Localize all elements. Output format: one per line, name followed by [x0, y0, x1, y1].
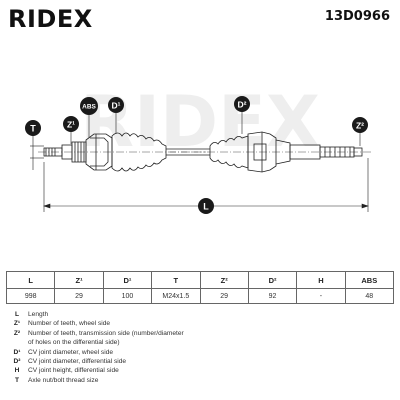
spec-header: D² [247, 271, 298, 289]
spec-header: L [5, 271, 56, 289]
spec-value: 29 [199, 288, 249, 304]
legend-key: L [14, 311, 20, 318]
callout-t: T [25, 120, 41, 136]
legend: L Length Z¹ Number of teeth, wheel side … [6, 310, 394, 385]
legend-item: Z² Number of teeth, transmission side (n… [6, 329, 394, 338]
legend-text: Number of teeth, wheel side [28, 320, 111, 328]
legend-text: CV joint diameter, wheel side [28, 348, 114, 356]
spec-value: 29 [54, 288, 104, 304]
callout-d1: D¹ [108, 97, 124, 113]
svg-text:D²: D² [238, 100, 247, 110]
spec-header: Z¹ [54, 271, 104, 289]
spec-value: - [296, 288, 346, 304]
brand-logo: RIDEX [8, 5, 93, 33]
legend-item: H CV joint height, differential side [6, 366, 394, 375]
callout-z2: Z² [352, 117, 368, 133]
svg-text:T: T [30, 124, 36, 134]
legend-text: Axle nut/bolt thread size [28, 376, 99, 384]
spec-header: T [151, 271, 201, 289]
svg-text:ABS: ABS [82, 104, 96, 111]
spec-table: L Z¹ D¹ T Z² D² H ABS 998 29 100 M24x1.5… [5, 271, 395, 304]
callout-d2: D² [234, 96, 250, 112]
spec-header: ABS [344, 271, 395, 289]
legend-key [6, 338, 28, 347]
spec-header-row: L Z¹ D¹ T Z² D² H ABS [5, 271, 395, 289]
legend-item: of holes on the differential side) [6, 338, 394, 347]
legend-key: D² [13, 358, 21, 366]
part-number: 13D0966 [324, 9, 390, 24]
legend-text: Length [28, 311, 49, 318]
legend-key: H [14, 367, 20, 375]
spec-header: H [296, 271, 346, 289]
legend-text: of holes on the differential side) [28, 339, 120, 347]
legend-item: D¹ CV joint diameter, wheel side [6, 348, 394, 357]
legend-key: T [14, 376, 20, 384]
thread-dimension [30, 135, 44, 170]
spec-value-row: 998 29 100 M24x1.5 29 92 - 48 [5, 288, 395, 304]
legend-key: Z¹ [13, 320, 21, 328]
callout-l: L [198, 198, 214, 214]
spec-value: 998 [5, 288, 56, 304]
drive-shaft-diagram: RIDEX [25, 81, 372, 214]
spec-header: D¹ [102, 271, 153, 289]
svg-text:Z¹: Z¹ [67, 120, 75, 130]
spec-value: M24x1.5 [151, 288, 201, 304]
svg-text:Z²: Z² [356, 121, 364, 131]
spec-value: 92 [247, 288, 298, 304]
svg-text:D¹: D¹ [112, 101, 121, 111]
outer-boot [111, 132, 167, 172]
legend-text: CV joint diameter, differential side [28, 358, 127, 366]
legend-key: Z² [13, 329, 21, 337]
legend-item: T Axle nut/bolt thread size [6, 376, 394, 385]
legend-text: CV joint height, differential side [28, 367, 119, 375]
legend-text: Number of teeth, transmission side (numb… [28, 329, 184, 337]
spec-value: 48 [344, 288, 395, 304]
spec-value: 100 [102, 288, 153, 304]
legend-item: D² CV joint diameter, differential side [6, 357, 394, 366]
svg-text:L: L [203, 202, 209, 212]
callout-z1: Z¹ [63, 116, 79, 132]
legend-item: Z¹ Number of teeth, wheel side [6, 319, 394, 328]
legend-key: D¹ [13, 348, 21, 356]
spec-header: Z² [199, 271, 249, 289]
legend-item: L Length [6, 310, 394, 319]
callout-abs: ABS [80, 97, 98, 115]
